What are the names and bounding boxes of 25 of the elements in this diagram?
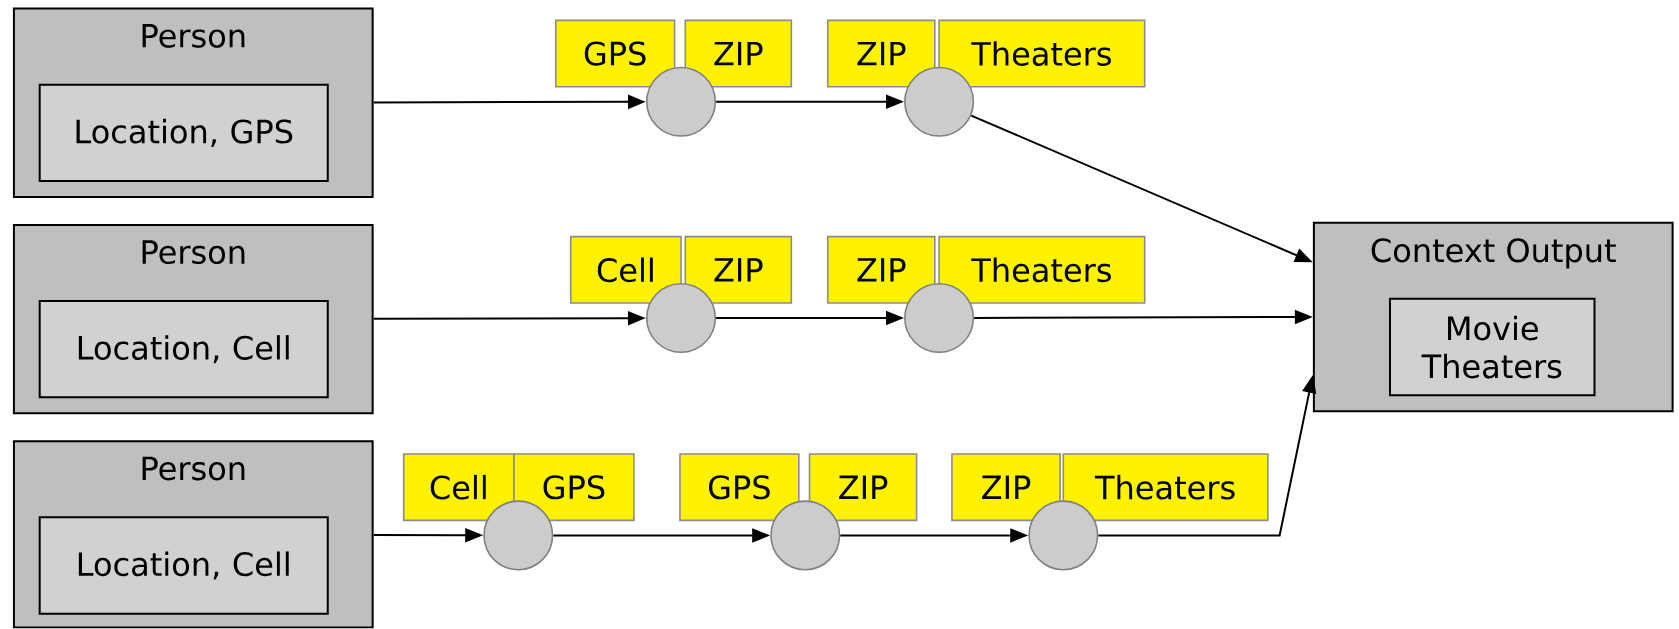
data-tag: ZIP — [826, 236, 936, 305]
data-tag: Theaters — [938, 19, 1146, 88]
inner-box: Location, Cell — [38, 516, 329, 615]
data-tag: ZIP — [808, 453, 918, 522]
data-tag: Cell — [402, 453, 515, 522]
process-circle — [904, 66, 975, 138]
process-circle — [645, 66, 717, 138]
data-tag: Theaters — [1062, 453, 1269, 522]
inner-box: Movie Theaters — [1389, 298, 1596, 397]
data-tag: ZIP — [951, 453, 1061, 522]
process-circle — [770, 500, 841, 571]
process-circle — [645, 283, 717, 354]
data-tag: GPS — [513, 453, 635, 522]
data-tag: ZIP — [684, 236, 793, 305]
process-circle — [1028, 500, 1099, 571]
inner-box: Location, GPS — [38, 83, 329, 183]
inner-box: Location, Cell — [38, 300, 329, 399]
data-tag: ZIP — [826, 19, 936, 88]
process-circle — [904, 283, 975, 354]
data-tag: GPS — [679, 453, 800, 522]
process-circle — [483, 500, 554, 571]
data-tag: Theaters — [938, 236, 1146, 305]
data-tag: GPS — [554, 19, 676, 88]
data-tag: Cell — [569, 236, 682, 305]
data-tag: ZIP — [684, 19, 793, 88]
